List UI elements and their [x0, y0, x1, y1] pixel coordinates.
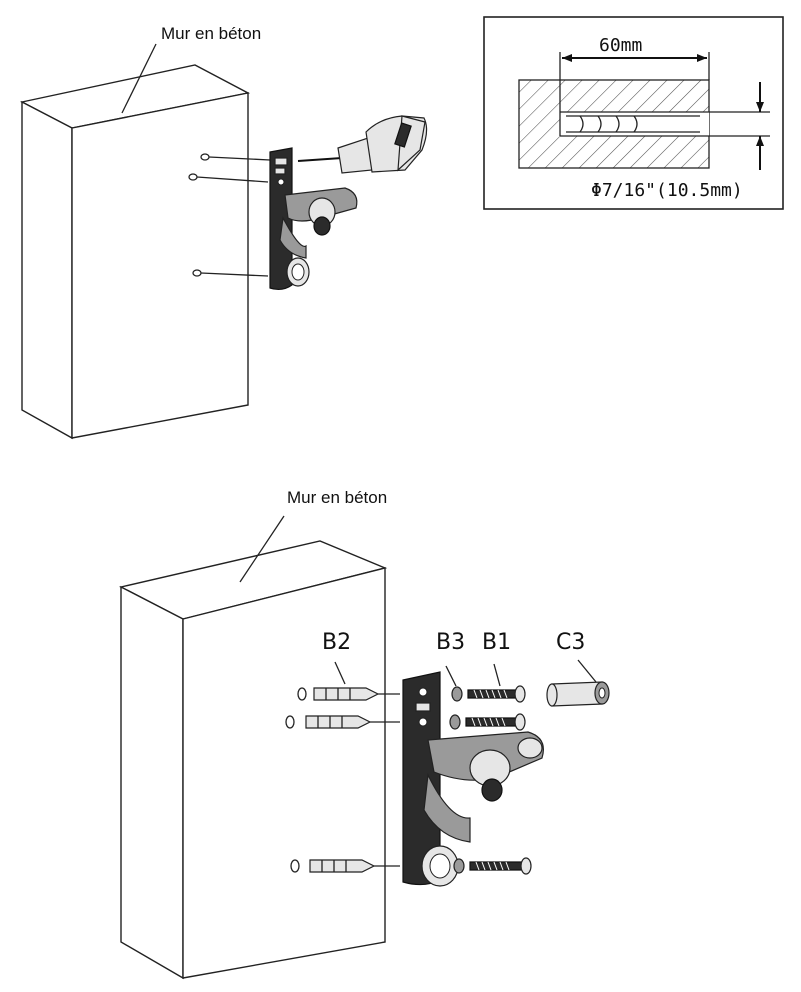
b1-label: B1	[482, 630, 511, 655]
drill-depth-inset: 60mm Φ7/16"(10.5mm)	[483, 16, 784, 210]
c3-sleeve	[546, 681, 610, 707]
top-figure: Mur en béton	[19, 24, 428, 440]
top-wall-label: Mur en béton	[161, 24, 261, 43]
bottom-concrete-wall	[118, 540, 388, 980]
b2-label: B2	[322, 630, 351, 655]
bottom-wall-label: Mur en béton	[287, 488, 387, 507]
bottom-wall-holes	[285, 687, 307, 873]
bottom-figure: Mur en béton B2	[118, 488, 610, 980]
c3-label: C3	[556, 630, 585, 655]
c3-label-leader	[577, 659, 597, 683]
drill-icon	[297, 115, 428, 174]
b3-label-leader	[445, 665, 457, 687]
diameter-label: Φ7/16"(10.5mm)	[591, 180, 743, 201]
depth-label: 60mm	[599, 35, 642, 56]
b2-label-leader	[334, 661, 346, 685]
b1-screws	[465, 685, 532, 875]
b2-wall-anchors	[305, 687, 400, 873]
top-concrete-wall	[19, 64, 251, 440]
top-wall-bracket	[269, 147, 358, 291]
bottom-wall-label-leader	[239, 515, 285, 583]
b3-label: B3	[436, 630, 465, 655]
top-drill-holes	[188, 153, 271, 277]
bottom-wall-bracket	[402, 671, 544, 887]
anchor-plug-icon	[566, 115, 700, 133]
b3-washers	[449, 686, 465, 874]
top-wall-label-leader	[121, 43, 157, 114]
b1-label-leader	[493, 663, 501, 687]
